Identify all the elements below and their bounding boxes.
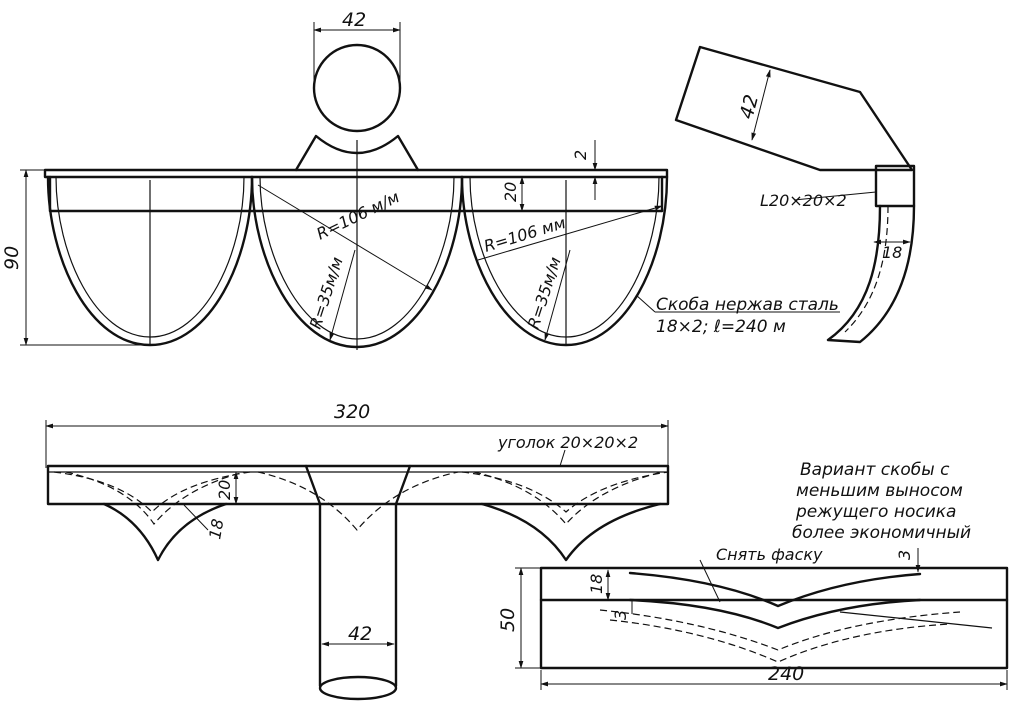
variant-note-line2: меньшим выносом: [796, 481, 963, 501]
radius-small-1: R=35м/м: [306, 255, 347, 332]
top-cutter-left: [102, 502, 228, 562]
side-angle-label: L20×20×2: [760, 191, 847, 210]
side-blade: [826, 204, 916, 344]
side-tube: [674, 45, 914, 172]
radius-small-2: R=35м/м: [524, 255, 565, 332]
tube-top-circle: [312, 43, 402, 133]
side-dim-tube: 42: [736, 92, 764, 121]
variant-dim-240: 240: [768, 663, 804, 685]
front-view: 42 R=106 м/м R=106 мм R=35м/м R=35м/м: [1, 9, 840, 350]
variant-note-line3: режущего носика: [795, 502, 956, 522]
dim-tube-top-label: 42: [342, 9, 366, 31]
note-bracket-line2: 18×2; ℓ=240 м: [656, 317, 786, 337]
side-dim-width: 18: [882, 243, 902, 262]
radius-big-1: R=106 м/м: [313, 187, 402, 243]
side-angle: [874, 164, 916, 208]
variant-dim-3-left: 3: [611, 610, 630, 620]
variant-dim-3-top: 3: [895, 550, 914, 560]
note-bracket-line1: Скоба нержав сталь: [656, 295, 839, 315]
dim-length-label: 320: [334, 401, 370, 423]
side-view: 42 L20×20×2 18: [674, 45, 916, 344]
top-dim-20: 20: [215, 480, 234, 500]
variant-view: Вариант скобы с меньшим выносом режущего…: [497, 460, 1009, 690]
variant-dim-18: 18: [587, 574, 606, 594]
top-tube-end: [318, 675, 398, 701]
top-dim-18: 18: [205, 517, 227, 540]
variant-blade: [628, 571, 922, 608]
top-angle-label: уголок 20×20×2: [497, 433, 638, 452]
top-dim-tube: 42: [348, 623, 372, 645]
top-view: 320 уголок 20×20×2 42 20 18: [45, 401, 670, 701]
variant-note-line1: Вариант скобы с: [800, 460, 950, 480]
dim-length: 320: [45, 401, 669, 468]
top-angle-bar: [46, 464, 670, 506]
variant-chamfer-label: Снять фаску: [716, 545, 823, 564]
top-plate: [43, 168, 669, 179]
top-cutter-right: [480, 502, 662, 562]
dim-band: 20: [501, 182, 520, 202]
dim-height: 90: [1, 169, 150, 346]
dim-height-label: 90: [1, 246, 23, 270]
dim-plate-top: 2: [571, 150, 590, 160]
variant-note-line4: более экономичный: [792, 523, 971, 543]
dim-tube-top: 42: [313, 9, 401, 86]
top-tube-funnel: [304, 464, 412, 506]
radius-big-2: R=106 мм: [482, 213, 568, 256]
variant-dim-50: 50: [497, 608, 519, 632]
variant-bar: [539, 566, 1009, 670]
